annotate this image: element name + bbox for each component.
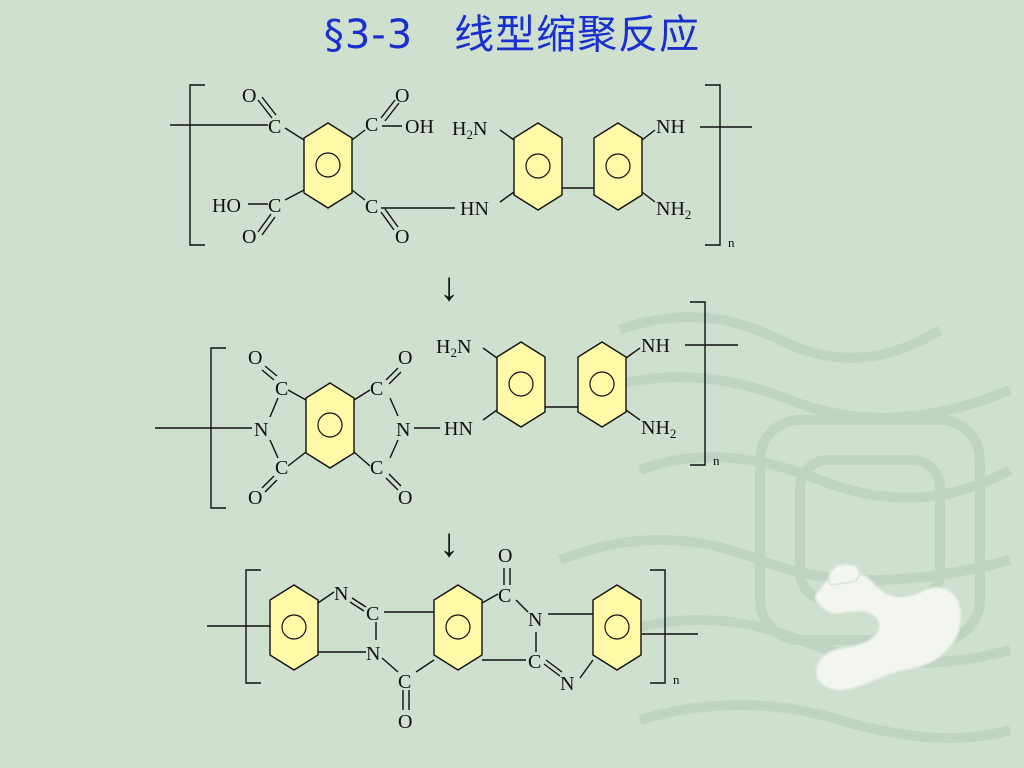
left-bracket <box>189 84 205 246</box>
group-H2N: H2N <box>452 118 487 142</box>
atom-O: O <box>248 347 262 369</box>
atom-C: C <box>370 457 383 479</box>
atom-O: O <box>398 711 412 733</box>
repeat-n: n <box>728 235 735 250</box>
atom-C: C <box>370 378 383 400</box>
benzene-ring <box>577 341 627 428</box>
repeat-n: n <box>673 672 680 687</box>
atom-C: C <box>365 196 378 218</box>
right-bracket <box>690 301 706 466</box>
atom-C: C <box>275 457 288 479</box>
benzene-ring <box>496 341 546 428</box>
group-NH2: NH2 <box>641 417 676 441</box>
benzene-ring <box>305 382 355 469</box>
reaction-arrow-icon: ↓ <box>439 520 459 565</box>
group-NH: NH <box>641 335 670 357</box>
structure-amino-imide: O C N C O O C N C O H2N HN NH NH2 n <box>155 301 738 509</box>
atom-C: C <box>268 116 281 138</box>
atom-N: N <box>366 643 380 665</box>
atom-O: O <box>395 226 409 248</box>
atom-O: O <box>398 347 412 369</box>
atom-O: O <box>395 85 409 107</box>
atom-C: C <box>268 195 281 217</box>
atom-O: O <box>242 226 256 248</box>
atom-N: N <box>528 609 542 631</box>
benzene-ring <box>269 584 319 671</box>
atom-C: C <box>528 651 541 673</box>
atom-O: O <box>242 85 256 107</box>
atom-N: N <box>334 583 348 605</box>
atom-N: N <box>254 419 268 441</box>
structure-pyrrone: N C N C O O C N C N n <box>207 545 698 733</box>
dragon-emblem-icon <box>814 563 962 692</box>
atom-C: C <box>398 671 411 693</box>
group-HN: HN <box>460 198 489 220</box>
atom-N: N <box>560 673 574 695</box>
group-HO: HO <box>212 195 241 217</box>
atom-N: N <box>396 419 410 441</box>
structure-polyamic-acid: O C O C OH HO C O C O H2N HN NH NH2 n <box>170 84 752 250</box>
right-bracket <box>650 569 666 684</box>
atom-C: C <box>366 603 379 625</box>
benzene-ring <box>513 122 563 211</box>
atom-C: C <box>365 114 378 136</box>
group-HN: HN <box>444 418 473 440</box>
benzene-ring <box>592 584 642 671</box>
atom-O: O <box>248 487 262 509</box>
group-NH: NH <box>656 116 685 138</box>
repeat-n: n <box>713 453 720 468</box>
reaction-arrow-icon: ↓ <box>439 264 459 309</box>
right-bracket <box>705 84 721 246</box>
group-NH2: NH2 <box>656 198 691 222</box>
atom-C: C <box>275 378 288 400</box>
group-OH: OH <box>405 116 434 138</box>
atom-O: O <box>398 487 412 509</box>
benzene-ring <box>433 584 483 671</box>
slide-title: §3-3 线型缩聚反应 <box>323 12 701 58</box>
benzene-ring <box>593 122 643 211</box>
group-H2N: H2N <box>436 336 471 360</box>
atom-O: O <box>498 545 512 567</box>
atom-C: C <box>498 585 511 607</box>
benzene-ring <box>303 122 353 209</box>
